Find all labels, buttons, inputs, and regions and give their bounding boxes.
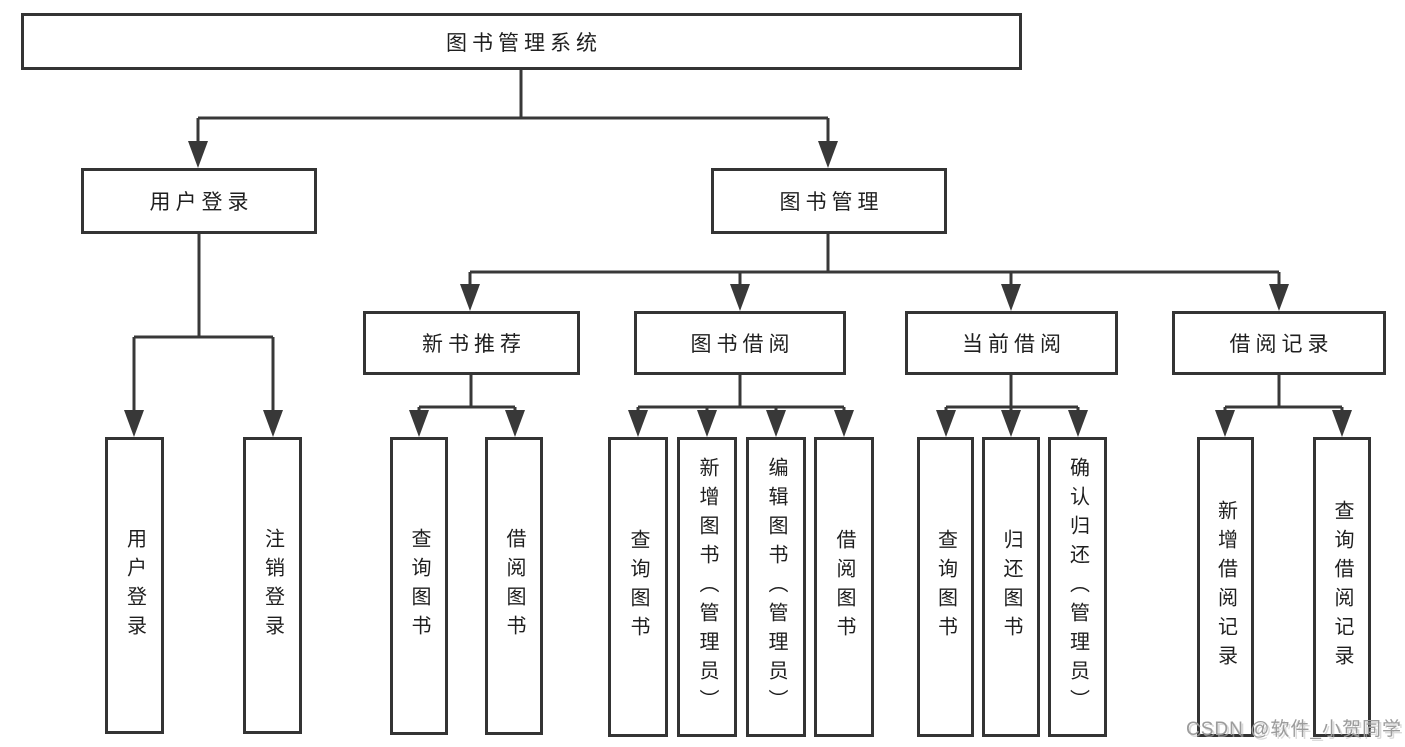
node-new-book-recommend: 新书推荐 bbox=[363, 311, 580, 375]
node-book-management-label: 图书管理 bbox=[779, 191, 884, 214]
node-leaf-bb-query-book: 查询图书 bbox=[608, 437, 668, 737]
node-leaf-bb-query-book-label: 查询图书 bbox=[627, 529, 649, 645]
connector-current-borrowing-children bbox=[936, 375, 1088, 437]
node-leaf-bb-add-book-admin: 新增图书（管理员） bbox=[677, 437, 737, 737]
node-current-borrowing-label: 当前借阅 bbox=[962, 333, 1066, 356]
node-leaf-user-login-label: 用户登录 bbox=[123, 527, 146, 644]
watermark: CSDN @软件_小贺同学 bbox=[1186, 719, 1402, 740]
node-new-book-recommend-label: 新书推荐 bbox=[422, 333, 526, 356]
node-user-login: 用户登录 bbox=[81, 168, 317, 234]
connector-new-book-recommend-children bbox=[409, 375, 525, 437]
node-book-borrowing-label: 图书借阅 bbox=[690, 333, 795, 356]
node-leaf-cb-return-book: 归还图书 bbox=[982, 437, 1040, 737]
node-book-management: 图书管理 bbox=[711, 168, 947, 234]
node-leaf-cb-query-book: 查询图书 bbox=[917, 437, 974, 737]
node-leaf-rec-borrow-book-label: 借阅图书 bbox=[503, 528, 525, 644]
node-root: 图书管理系统 bbox=[21, 13, 1022, 70]
node-leaf-bb-borrow-book-label: 借阅图书 bbox=[833, 529, 855, 645]
node-leaf-br-query-record-label: 查询借阅记录 bbox=[1331, 500, 1353, 674]
connector-book-management-children bbox=[460, 234, 1289, 311]
node-leaf-logout-label: 注销登录 bbox=[261, 527, 284, 644]
node-root-label: 图书管理系统 bbox=[446, 31, 602, 55]
connector-borrowing-records-children bbox=[1215, 375, 1352, 437]
node-leaf-rec-borrow-book: 借阅图书 bbox=[485, 437, 543, 735]
node-leaf-rec-query-book-label: 查询图书 bbox=[408, 528, 430, 644]
node-leaf-bb-edit-book-admin-label: 编辑图书（管理员） bbox=[765, 456, 787, 718]
node-leaf-bb-add-book-admin-label: 新增图书（管理员） bbox=[696, 456, 718, 718]
node-leaf-br-add-record-label: 新增借阅记录 bbox=[1214, 500, 1237, 674]
node-leaf-br-query-record: 查询借阅记录 bbox=[1313, 437, 1371, 737]
node-leaf-br-add-record: 新增借阅记录 bbox=[1197, 437, 1254, 737]
node-borrowing-records-label: 借阅记录 bbox=[1229, 333, 1334, 356]
node-borrowing-records: 借阅记录 bbox=[1172, 311, 1386, 375]
node-leaf-cb-query-book-label: 查询图书 bbox=[934, 529, 957, 645]
node-leaf-bb-borrow-book: 借阅图书 bbox=[814, 437, 874, 737]
connector-book-borrowing-children bbox=[628, 375, 854, 437]
node-leaf-bb-edit-book-admin: 编辑图书（管理员） bbox=[746, 437, 806, 737]
node-leaf-user-login: 用户登录 bbox=[105, 437, 164, 734]
node-leaf-cb-return-book-label: 归还图书 bbox=[1000, 529, 1022, 645]
node-leaf-cb-confirm-return-admin: 确认归还（管理员） bbox=[1048, 437, 1107, 737]
connector-user-login-children bbox=[124, 234, 283, 437]
connector-root-to-level2 bbox=[188, 70, 838, 168]
node-current-borrowing: 当前借阅 bbox=[905, 311, 1118, 375]
node-leaf-logout: 注销登录 bbox=[243, 437, 302, 734]
node-book-borrowing: 图书借阅 bbox=[634, 311, 846, 375]
node-user-login-label: 用户登录 bbox=[149, 191, 254, 214]
node-leaf-cb-confirm-return-admin-label: 确认归还（管理员） bbox=[1066, 456, 1089, 718]
node-leaf-rec-query-book: 查询图书 bbox=[390, 437, 448, 735]
